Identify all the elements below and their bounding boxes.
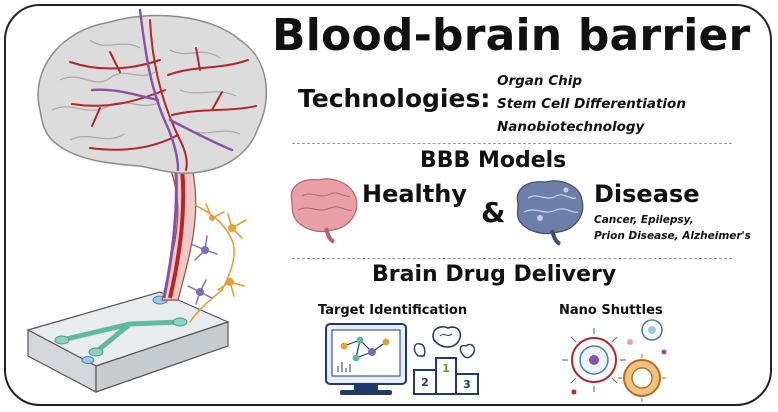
podium-icon: 1 2 3 [413, 325, 479, 395]
healthy-brain-icon [290, 178, 358, 244]
neuron-icon [187, 203, 247, 323]
technologies-label: Technologies: [298, 84, 491, 113]
ampersand: & [481, 196, 506, 229]
podium-second: 2 [421, 376, 429, 389]
disease-label: Disease [594, 180, 700, 208]
technology-item: Stem Cell Differentiation [497, 96, 686, 112]
organ-chip-icon [26, 291, 230, 393]
nano-shuttles-label: Nano Shuttles [559, 303, 663, 318]
brain-icon [37, 8, 268, 175]
nano-shuttle-icon [562, 319, 667, 402]
page-title: Blood-brain barrier [272, 10, 751, 61]
brain-stem-icon [161, 167, 197, 301]
technology-item: Nanobiotechnology [497, 119, 645, 135]
section-divider [292, 258, 732, 259]
technology-item: Organ Chip [497, 73, 583, 89]
monitor-network-icon [325, 323, 407, 395]
target-identification-label: Target Identification [318, 303, 468, 318]
disease-examples: Prion Disease, Alzheimer's [594, 230, 752, 242]
healthy-label: Healthy [362, 180, 467, 208]
podium-first: 1 [442, 362, 450, 375]
delivery-title: Brain Drug Delivery [372, 262, 617, 287]
models-title: BBB Models [420, 148, 567, 173]
podium-third: 3 [463, 378, 471, 391]
disease-examples: Cancer, Epilepsy, [594, 214, 694, 226]
disease-brain-icon [516, 180, 584, 246]
section-divider [292, 143, 732, 144]
